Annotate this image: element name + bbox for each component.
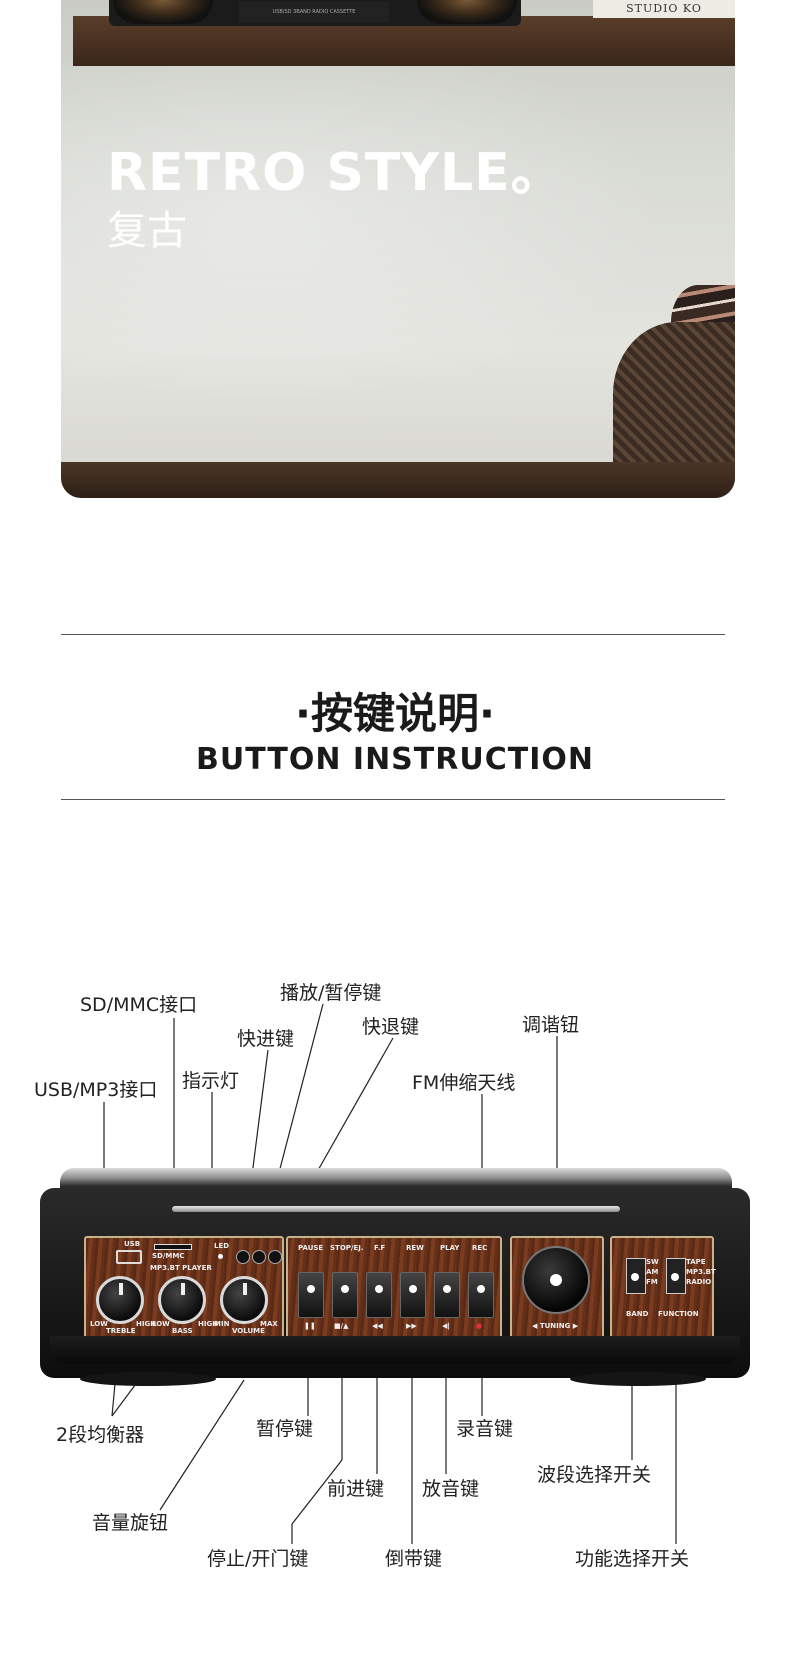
band-label: BAND xyxy=(626,1310,649,1318)
boombox-front-text: USB/SD 3BAND RADIO CASSETTE xyxy=(239,2,389,22)
volume-min: MIN xyxy=(214,1320,230,1328)
treble-low: LOW xyxy=(90,1320,108,1328)
usb-label: USB xyxy=(124,1240,141,1248)
label-fm-antenna: FM伸缩天线 xyxy=(412,1072,516,1094)
left-control-panel: USB SD/MMC LED MP3.BT PLAYER TREBLE BASS… xyxy=(84,1236,284,1340)
divider-top xyxy=(61,634,725,635)
band-switch[interactable] xyxy=(626,1258,646,1294)
fast-forward-key[interactable] xyxy=(366,1272,392,1318)
label-tuning: 调谐钮 xyxy=(522,1014,580,1036)
player-label: MP3.BT PLAYER xyxy=(150,1264,212,1272)
led-label: LED xyxy=(214,1242,230,1250)
label-volume: 音量旋钮 xyxy=(92,1512,169,1534)
treble-label: TREBLE xyxy=(106,1327,136,1335)
key-label-ff: F.F xyxy=(374,1244,386,1252)
fm-antenna xyxy=(172,1206,620,1212)
tuning-dial[interactable] xyxy=(522,1246,590,1314)
tuning-panel: ◀ TUNING ▶ xyxy=(510,1236,604,1340)
leader-volume xyxy=(159,1379,245,1511)
label-pause: 暂停键 xyxy=(256,1418,314,1440)
bass-label: BASS xyxy=(172,1327,193,1335)
rewind-key[interactable] xyxy=(400,1272,426,1318)
label-rewind: 倒带键 xyxy=(385,1548,443,1570)
leader-stop-eject-b xyxy=(291,1459,343,1525)
speaker-left xyxy=(113,0,213,24)
stop-eject-key[interactable] xyxy=(332,1272,358,1318)
book-spine: STUDIO KO xyxy=(593,0,735,18)
function-tape: TAPE xyxy=(686,1258,706,1266)
key-symbol-pause: ❚❚ xyxy=(304,1322,316,1330)
bass-knob[interactable] xyxy=(158,1276,206,1324)
label-stop-eject: 停止/开门键 xyxy=(207,1548,309,1570)
cassette-key-panel: PAUSE STOP/EJ. F.F REW PLAY REC ❚❚ ■/▲ ◀… xyxy=(286,1236,502,1340)
volume-max: MAX xyxy=(260,1320,278,1328)
function-radio: RADIO xyxy=(686,1278,712,1286)
play-pause-button[interactable] xyxy=(252,1250,266,1264)
play-key[interactable] xyxy=(434,1272,460,1318)
bass-low: LOW xyxy=(152,1320,170,1328)
label-usb-mp3: USB/MP3接口 xyxy=(34,1079,158,1101)
label-rewind-key: 快退键 xyxy=(362,1016,420,1038)
label-fast-forward: 快进键 xyxy=(237,1028,295,1050)
floor-shelf xyxy=(61,462,735,498)
switch-panel: SW AM FM BAND TAPE MP3.BT RADIO FUNCTION xyxy=(610,1236,716,1340)
key-label-rec: REC xyxy=(472,1244,488,1252)
key-label-play: PLAY xyxy=(440,1244,460,1252)
indicator-led xyxy=(218,1254,223,1259)
key-symbol-ff: ◀◀ xyxy=(372,1322,383,1330)
section-title-en: BUTTON INSTRUCTION xyxy=(196,742,594,777)
label-play-pause: 播放/暂停键 xyxy=(280,982,382,1004)
usb-port[interactable] xyxy=(116,1250,142,1264)
key-symbol-play: ◀| xyxy=(442,1322,450,1330)
radio-cassette-device: USB SD/MMC LED MP3.BT PLAYER TREBLE BASS… xyxy=(40,1168,750,1396)
band-fm: FM xyxy=(646,1278,658,1286)
speaker-foot-left xyxy=(80,1372,216,1386)
key-label-rew: REW xyxy=(406,1244,424,1252)
key-symbol-rec: ● xyxy=(476,1322,483,1330)
key-symbol-stop: ■/▲ xyxy=(334,1322,349,1330)
band-am: AM xyxy=(646,1268,659,1276)
label-play: 放音键 xyxy=(422,1478,480,1500)
tuning-label: ◀ TUNING ▶ xyxy=(532,1322,579,1330)
function-label: FUNCTION xyxy=(658,1310,699,1318)
key-symbol-rew: ▶▶ xyxy=(406,1322,417,1330)
device-bottom-bar xyxy=(50,1336,740,1364)
sd-label: SD/MMC xyxy=(152,1252,185,1260)
volume-knob[interactable] xyxy=(220,1276,268,1324)
label-indicator: 指示灯 xyxy=(182,1070,240,1092)
function-mp3bt: MP3.BT xyxy=(686,1268,716,1276)
divider-bottom xyxy=(61,799,725,800)
hero-title: RETRO STYLE。 xyxy=(107,143,564,203)
key-label-stop: STOP/EJ. xyxy=(330,1244,364,1252)
rewind-button[interactable] xyxy=(268,1250,282,1264)
label-band-switch: 波段选择开关 xyxy=(537,1464,652,1486)
key-label-pause: PAUSE xyxy=(298,1244,324,1252)
speaker-right xyxy=(417,0,517,24)
volume-label: VOLUME xyxy=(232,1327,265,1335)
record-key[interactable] xyxy=(468,1272,494,1318)
bass-high: HIGH xyxy=(198,1320,219,1328)
pause-key[interactable] xyxy=(298,1272,324,1318)
fast-forward-button[interactable] xyxy=(236,1250,250,1264)
label-record: 录音键 xyxy=(456,1418,514,1440)
function-switch[interactable] xyxy=(666,1258,686,1294)
label-sd-mmc: SD/MMC接口 xyxy=(80,994,198,1016)
label-forward: 前进键 xyxy=(327,1478,385,1500)
hero-subtitle: 复古 xyxy=(107,208,187,254)
label-function-switch: 功能选择开关 xyxy=(575,1548,690,1570)
sd-card-slot[interactable] xyxy=(154,1244,192,1250)
speaker-foot-right xyxy=(570,1372,706,1386)
hero-banner: USB/SD 3BAND RADIO CASSETTE STUDIO KO RE… xyxy=(61,0,735,498)
band-sw: SW xyxy=(646,1258,659,1266)
boombox-on-shelf: USB/SD 3BAND RADIO CASSETTE xyxy=(109,0,521,26)
label-equalizer: 2段均衡器 xyxy=(56,1424,145,1446)
section-title-cn: ·按键说明· xyxy=(295,689,495,738)
treble-knob[interactable] xyxy=(96,1276,144,1324)
treble-high: HIGH xyxy=(136,1320,157,1328)
